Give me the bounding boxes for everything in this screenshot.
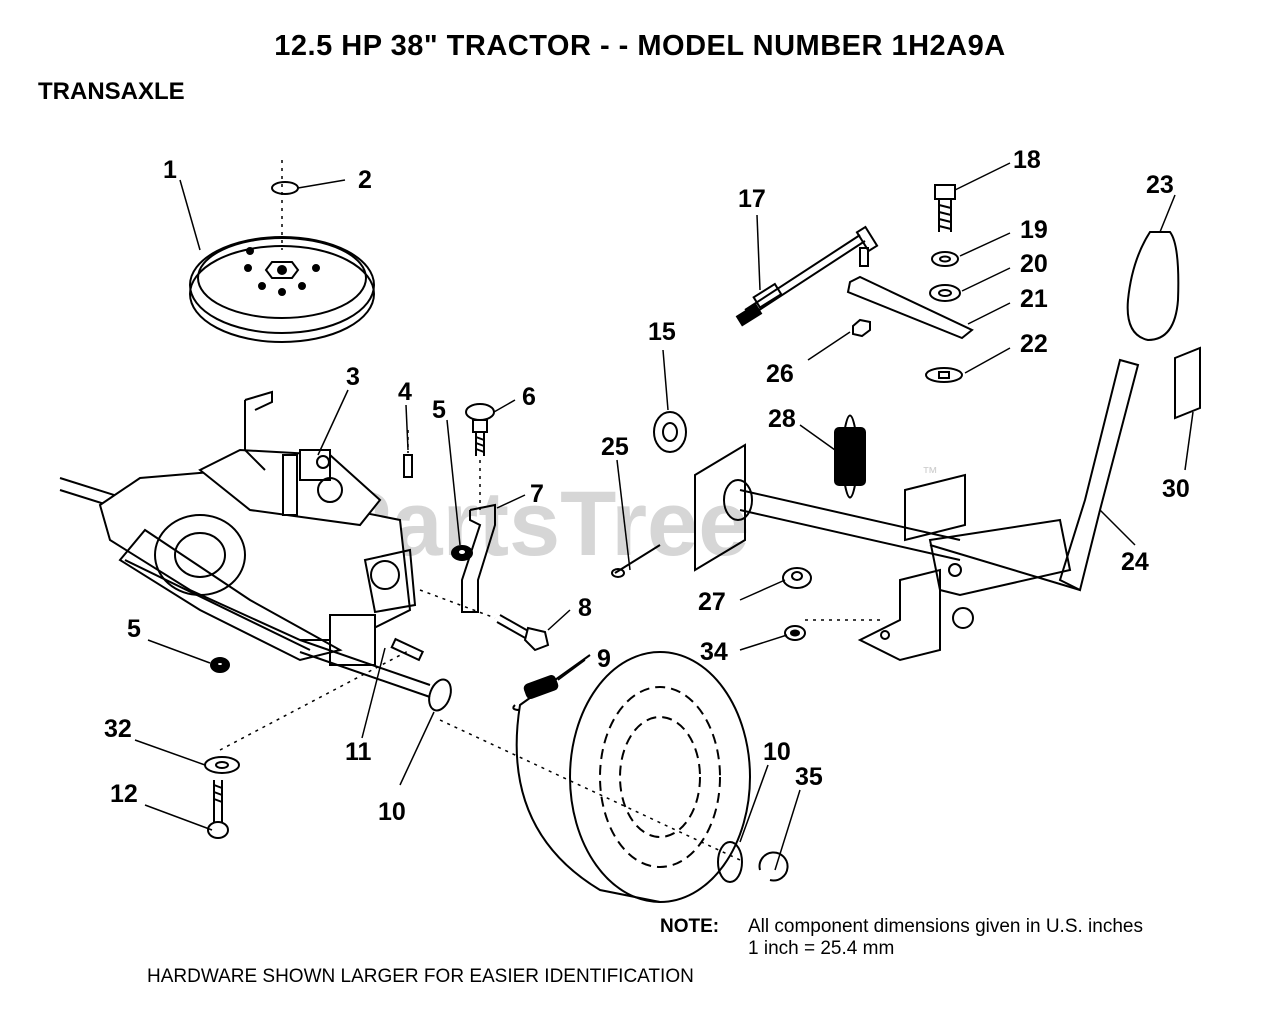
callout-26: 26	[766, 360, 794, 388]
section-heading: TRANSAXLE	[38, 78, 185, 105]
note-body: All component dimensions given in U.S. i…	[748, 916, 1143, 960]
spring-large	[834, 414, 866, 499]
callout-1: 1	[163, 156, 177, 184]
washer-20	[929, 284, 961, 302]
note-line-1: All component dimensions given in U.S. i…	[748, 916, 1143, 937]
bolt-bottom	[207, 780, 229, 839]
bracket	[461, 503, 496, 613]
callout-7: 7	[530, 480, 544, 508]
watermark-tm: ™	[922, 465, 938, 482]
tire	[439, 651, 751, 903]
callout-10-left: 10	[378, 798, 406, 826]
callout-5: 5	[432, 396, 446, 424]
callout-8: 8	[578, 594, 592, 622]
note-line-2: 1 inch = 25.4 mm	[748, 938, 895, 959]
callout-17: 17	[738, 185, 766, 213]
transaxle-housing	[59, 390, 431, 698]
key	[403, 430, 413, 478]
callout-11: 11	[345, 738, 372, 766]
callout-21: 21	[1020, 285, 1048, 313]
callout-18: 18	[1013, 146, 1041, 174]
shift-arm	[846, 247, 974, 340]
callout-28: 28	[768, 405, 796, 433]
leader-lines	[134, 162, 1194, 871]
callout-10-right: 10	[763, 738, 791, 766]
washer-15	[653, 411, 687, 453]
nut-upper	[451, 545, 473, 561]
callout-labels: 1 2 3 4 5 6 7 8 9 10 11 12 15 17 18 19 2…	[104, 146, 1190, 826]
callout-35: 35	[795, 763, 823, 791]
washer-left	[428, 678, 452, 712]
decal	[1174, 346, 1201, 420]
callout-6: 6	[522, 383, 536, 411]
shift-rod	[735, 225, 879, 327]
callout-32: 32	[104, 715, 132, 743]
callout-3: 3	[346, 363, 360, 391]
shaft-frame-assembly	[694, 443, 1072, 662]
pulley	[189, 160, 375, 343]
callout-12: 12	[110, 780, 138, 808]
hardware-note: HARDWARE SHOWN LARGER FOR EASIER IDENTIF…	[147, 966, 694, 987]
spacer-27	[782, 567, 812, 589]
callout-34: 34	[700, 638, 728, 666]
washer-22	[925, 367, 963, 383]
callout-19: 19	[1020, 216, 1048, 244]
washer-right	[717, 841, 743, 883]
page-title: 12.5 HP 38" TRACTOR - - MODEL NUMBER 1H2…	[274, 30, 1006, 62]
callout-23: 23	[1146, 171, 1174, 199]
nut-26	[852, 318, 871, 338]
retaining-ring	[271, 181, 299, 195]
callout-2: 2	[358, 166, 372, 194]
note-label: NOTE:	[660, 916, 720, 937]
callout-15: 15	[648, 318, 676, 346]
axle-key	[390, 637, 425, 662]
callout-20: 20	[1020, 250, 1048, 278]
callout-27: 27	[698, 588, 726, 616]
bolt-18	[934, 184, 956, 232]
washer-19	[931, 251, 959, 267]
callout-22: 22	[1020, 330, 1048, 358]
callout-5-lower: 5	[127, 615, 141, 643]
dimension-note: NOTE: All component dimensions given in U…	[660, 916, 1143, 960]
shift-knob	[1126, 231, 1180, 342]
callout-25: 25	[601, 433, 629, 461]
nut-lower	[210, 657, 230, 673]
e-ring	[758, 851, 789, 882]
shift-lever	[929, 358, 1140, 592]
callout-9: 9	[597, 645, 611, 673]
lockwasher-34	[784, 625, 806, 641]
carriage-bolt	[465, 403, 495, 510]
cotter-pin	[611, 544, 661, 578]
callout-24: 24	[1121, 548, 1149, 576]
callout-4: 4	[398, 378, 412, 406]
hex-bolt	[419, 589, 550, 652]
callout-30: 30	[1162, 475, 1190, 503]
